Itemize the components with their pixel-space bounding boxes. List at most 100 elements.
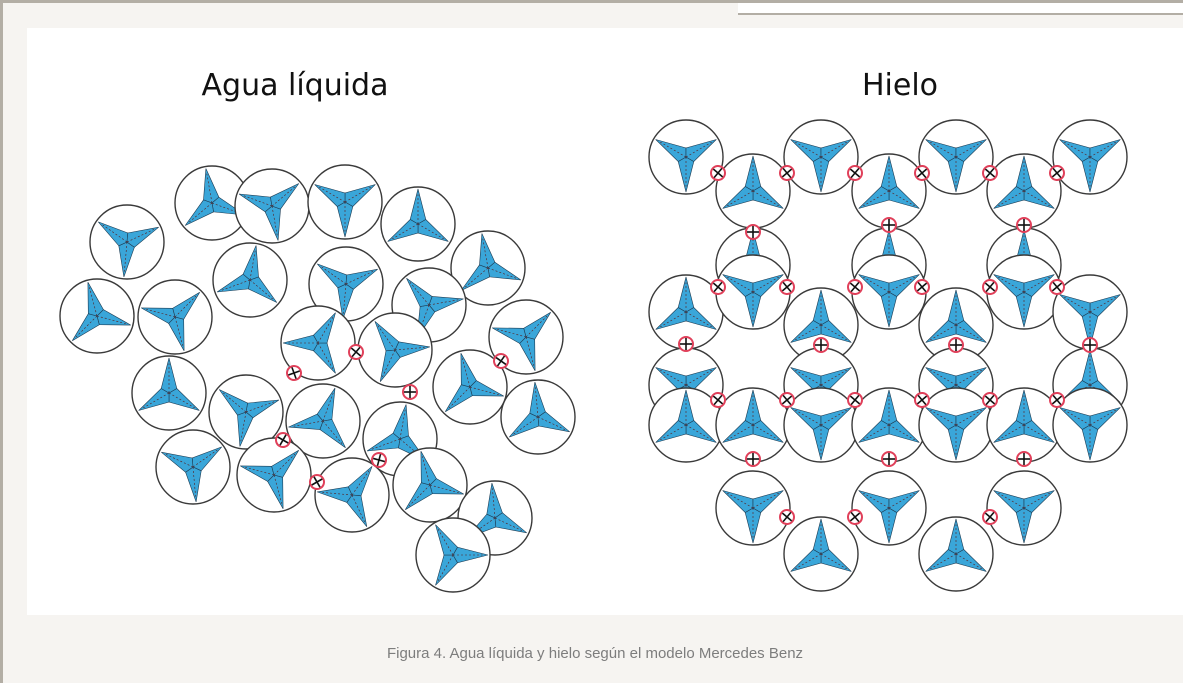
molecule-arms (387, 188, 449, 242)
water-molecule (415, 517, 491, 593)
molecule-axis (955, 324, 982, 341)
molecule-arm (479, 233, 496, 269)
molecule-arm (420, 451, 437, 486)
molecule-axis (377, 325, 396, 351)
bond-line (917, 281, 927, 293)
molecule-axis (75, 315, 98, 338)
molecule-axis (752, 492, 779, 509)
molecule-axis (863, 276, 890, 293)
molecule-axis (795, 409, 822, 426)
molecule-arm (1023, 490, 1055, 513)
hydrogen-bond (779, 392, 795, 408)
molecule-axis (143, 392, 170, 409)
molecule-axis (146, 309, 176, 318)
molecule-axis (820, 409, 847, 426)
bond-line (850, 511, 860, 523)
molecule-axis (752, 424, 779, 441)
water-molecule (280, 305, 356, 381)
water-molecule (918, 119, 994, 195)
molecule-axis (537, 416, 566, 430)
water-molecule (918, 287, 994, 363)
molecule-arms (790, 518, 852, 572)
molecule-arms (98, 221, 159, 277)
molecule-arm (529, 382, 546, 418)
molecule-axis (448, 386, 471, 409)
molecule-axis (174, 295, 197, 318)
bond-line (1052, 281, 1062, 293)
water-molecule (851, 254, 927, 330)
molecule-axis (245, 467, 275, 476)
molecule-arms (509, 382, 570, 438)
molecule-axis (437, 554, 454, 581)
molecule-arm (722, 186, 754, 209)
molecule-axis (955, 553, 982, 570)
molecule-axis (462, 358, 471, 388)
bond-line (850, 167, 860, 179)
molecule-axis (535, 387, 539, 418)
molecule-arm (888, 274, 920, 297)
molecule-axis (221, 279, 251, 291)
molecule-arms (460, 233, 522, 291)
molecule-arm (406, 277, 433, 307)
bond-line (713, 281, 723, 293)
molecule-arms (993, 274, 1055, 328)
water-molecule (488, 299, 564, 375)
water-molecule (314, 457, 390, 533)
molecule-arm (87, 282, 104, 317)
molecule-axis (795, 553, 822, 570)
molecule-arms (993, 389, 1055, 443)
molecule-arm (314, 184, 346, 207)
molecule-axis (1023, 424, 1050, 441)
molecule-arms (655, 139, 717, 193)
ice-title: Hielo (862, 68, 938, 103)
molecule-arm (1089, 139, 1121, 162)
molecule-arm (161, 451, 194, 473)
molecule-arm (790, 549, 822, 572)
molecule-arm (752, 490, 784, 513)
molecule-axis (126, 229, 155, 243)
molecule-axis (1089, 409, 1116, 426)
water-molecule (59, 278, 135, 354)
molecule-axis (888, 424, 915, 441)
hydrogen-bond (948, 337, 964, 353)
molecule-arms (722, 490, 784, 544)
molecule-axis (465, 267, 489, 288)
hydrogen-bond (779, 165, 795, 181)
molecule-axis (192, 466, 196, 497)
molecule-axis (343, 283, 347, 314)
water-molecule (918, 387, 994, 463)
molecule-axis (525, 315, 548, 338)
molecule-arm (790, 320, 822, 343)
molecule-arm (218, 389, 248, 416)
hydrogen-bond (745, 451, 761, 467)
hydrogen-bond (371, 452, 387, 468)
molecule-arms (655, 276, 717, 330)
water-molecule (715, 387, 791, 463)
bond-line (311, 478, 323, 486)
molecule-arm (955, 407, 987, 430)
molecule-arm (685, 139, 717, 162)
bond-line (917, 394, 927, 406)
molecule-axis (1023, 190, 1050, 207)
molecule-axis (437, 529, 454, 556)
molecule-arms (282, 312, 336, 374)
molecule-axis (727, 190, 754, 207)
molecule-axis (429, 484, 459, 493)
molecule-axis (820, 324, 847, 341)
molecule-arm (888, 490, 920, 513)
molecule-axis (727, 276, 754, 293)
bond-line (782, 511, 792, 523)
molecule-axis (271, 186, 295, 207)
hydrogen-bond (1016, 451, 1032, 467)
molecule-arms (993, 490, 1055, 544)
molecule-arms (445, 353, 504, 412)
molecule-arms (72, 282, 131, 341)
molecule-axis (124, 241, 128, 272)
molecule-axis (189, 202, 213, 223)
hydrogen-bond (982, 279, 998, 295)
molecule-arms (655, 389, 717, 443)
molecule-arm (366, 432, 401, 452)
water-molecule (308, 246, 384, 322)
water-molecule (212, 242, 288, 318)
molecule-axis (243, 195, 273, 207)
